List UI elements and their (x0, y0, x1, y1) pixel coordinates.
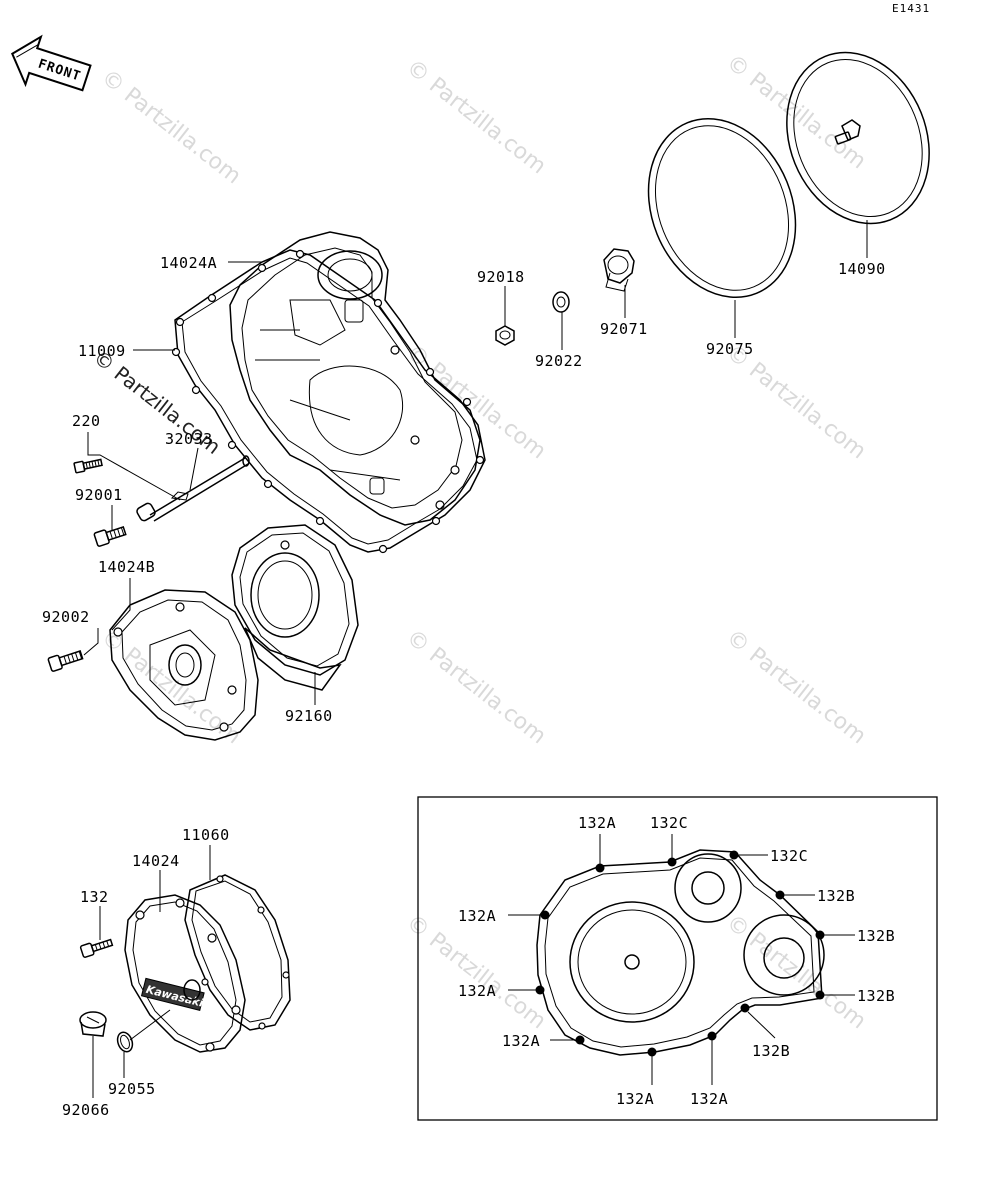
label-92002: 92002 (42, 608, 90, 626)
label-220: 220 (72, 412, 101, 430)
label-92018: 92018 (477, 268, 525, 286)
label-11060: 11060 (182, 826, 230, 844)
label-92001: 92001 (75, 486, 123, 504)
detail-label-132a-left3: 132A (502, 1032, 540, 1050)
front-arrow-icon: FRONT (11, 34, 92, 92)
watermark: © Partzilla.com (401, 910, 550, 1034)
label-14024a: 14024A (160, 254, 217, 272)
detail-label-132a-top: 132A (578, 814, 616, 832)
detail-label-132b-2: 132B (857, 927, 895, 945)
bolt-92001-icon (93, 525, 127, 547)
label-92066: 92066 (62, 1101, 110, 1119)
label-92071: 92071 (600, 320, 648, 338)
detail-label-132a-left2: 132A (458, 982, 496, 1000)
plug-92071-icon (603, 248, 635, 292)
nut-92018-icon (495, 325, 515, 346)
bolt-132-icon (79, 938, 114, 958)
watermarks: © Partzilla.com © Partzilla.com © Partzi… (89, 50, 871, 1034)
watermark: © Partzilla.com (401, 55, 550, 179)
detail-label-132a-bottom1: 132A (616, 1090, 654, 1108)
label-11009: 11009 (78, 342, 126, 360)
detail-label-132c-top: 132C (650, 814, 688, 832)
label-132: 132 (80, 888, 109, 906)
plug-92066-icon (79, 1011, 107, 1037)
shaft-32033-icon (136, 455, 250, 522)
detail-label-132b-bottom: 132B (752, 1042, 790, 1060)
detail-leader-lines (508, 834, 855, 1085)
cover-14024b (109, 589, 259, 741)
label-14024b: 14024B (98, 558, 155, 576)
detail-label-132b-1: 132B (817, 887, 855, 905)
part-labels: 14024A 11009 220 32033 92001 14024B 9200… (42, 254, 886, 1119)
watermark: © Partzilla.com (721, 340, 870, 464)
clutch-cover-14024a (229, 231, 481, 526)
detail-label-132b-3: 132B (857, 987, 895, 1005)
label-32033: 32033 (165, 430, 213, 448)
detail-bolt-dots (535, 850, 825, 1057)
detail-label-132a-bottom2: 132A (690, 1090, 728, 1108)
watermark: © Partzilla.com (721, 625, 870, 749)
washer-92022-icon (552, 291, 570, 313)
label-14090: 14090 (838, 260, 886, 278)
o-ring-92055-icon (116, 1031, 134, 1053)
bolt-220-icon (73, 458, 103, 474)
detail-label-132a-left1: 132A (458, 907, 496, 925)
diagram-code: E1431 (892, 2, 930, 15)
kawasaki-badge: Kawasaki (140, 977, 205, 1011)
bolt-92002-icon (47, 650, 84, 672)
gasket-11009 (171, 249, 486, 554)
detail-label-132c-right: 132C (770, 847, 808, 865)
label-92075: 92075 (706, 340, 754, 358)
watermark: © Partzilla.com (721, 50, 870, 174)
watermark: © Partzilla.com (96, 65, 245, 189)
cover-14090 (786, 51, 930, 225)
gasket-11060 (184, 874, 291, 1031)
plate-92160 (231, 524, 359, 691)
label-92160: 92160 (285, 707, 333, 725)
label-14024: 14024 (132, 852, 180, 870)
watermark: © Partzilla.com (721, 910, 870, 1034)
bolt-location-detail: 132A 132C 132C 132B 132B 132B 132A 132A … (417, 796, 938, 1121)
detail-frame (417, 796, 938, 1121)
label-92055: 92055 (108, 1080, 156, 1098)
label-92022: 92022 (535, 352, 583, 370)
leader-lines (83, 220, 868, 1098)
watermark: © Partzilla.com (401, 625, 550, 749)
o-ring-92075 (647, 118, 797, 298)
